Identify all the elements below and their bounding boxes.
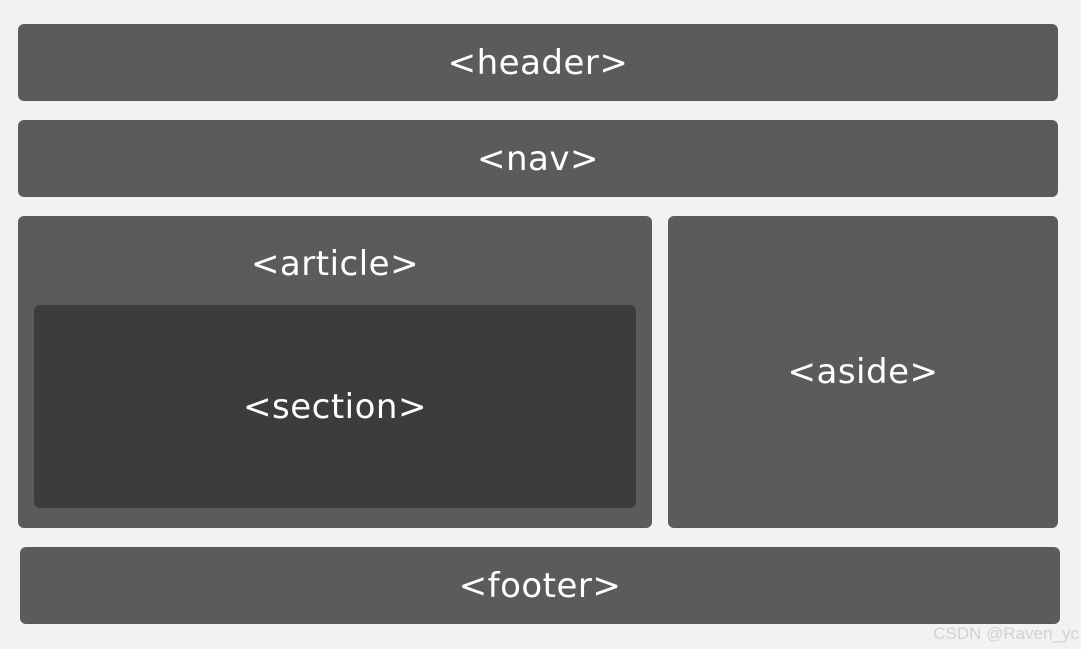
section-label: <section> <box>243 386 427 427</box>
header-block: <header> <box>18 24 1058 101</box>
nav-block: <nav> <box>18 120 1058 197</box>
aside-block: <aside> <box>668 216 1058 528</box>
header-label: <header> <box>447 42 629 83</box>
aside-label: <aside> <box>787 352 939 392</box>
section-block: <section> <box>34 305 636 508</box>
nav-label: <nav> <box>477 138 599 179</box>
article-label: <article> <box>250 244 420 284</box>
footer-block: <footer> <box>20 547 1060 624</box>
watermark: CSDN @Raven_yc <box>933 624 1079 643</box>
footer-label: <footer> <box>458 565 622 606</box>
article-block: <article> <section> <box>18 216 652 528</box>
